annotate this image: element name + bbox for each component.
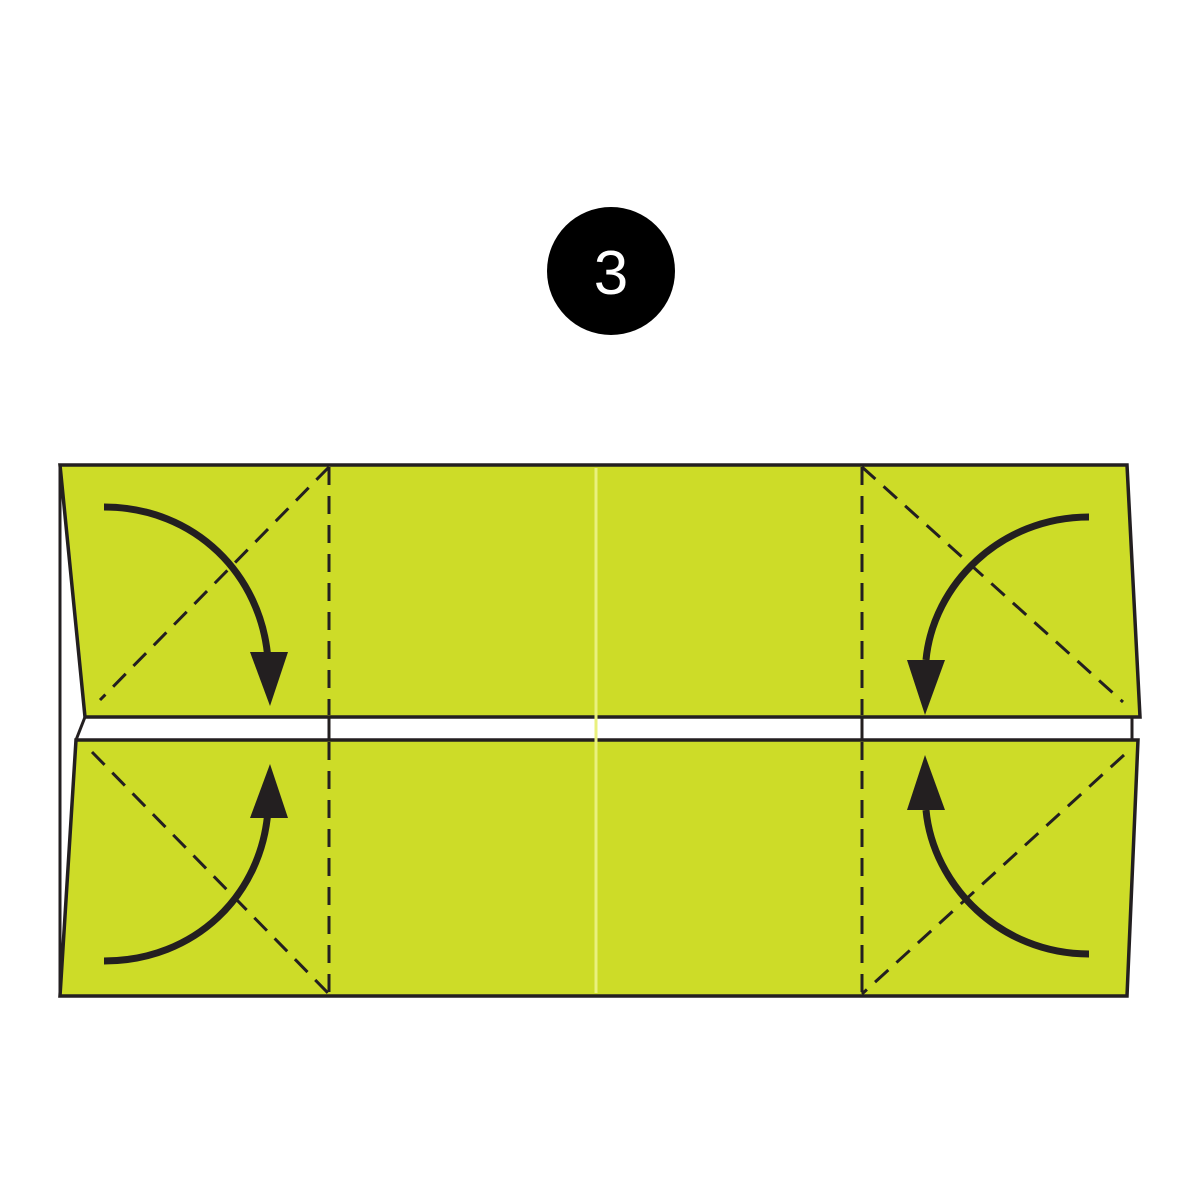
fold-arrow-bottom-left (103, 764, 288, 965)
arrow-head-icon (907, 660, 945, 715)
arrow-head-icon (250, 652, 288, 706)
fold-arrow-top-left (103, 503, 288, 706)
step-badge-circle (547, 207, 675, 335)
curved-arrow-icon (922, 513, 1090, 661)
diagonal-fold-top-right (860, 465, 1125, 704)
top-flap (58, 463, 1142, 719)
arrow-head-icon (907, 755, 945, 810)
diagonal-fold-top-left (98, 465, 331, 702)
step-badge: 3 (547, 207, 675, 335)
diagonal-valley-folds (90, 465, 1126, 996)
middle-gap-edge-left (74, 716, 87, 741)
curved-arrow-icon (922, 809, 1090, 958)
curved-arrow-icon (103, 503, 272, 661)
arrow-head-icon (250, 764, 288, 818)
fold-arrow-bottom-right (907, 755, 1090, 958)
vertical-valley-folds (327, 467, 864, 994)
curved-arrow-icon (103, 809, 272, 965)
diagonal-fold-bottom-right (860, 753, 1126, 996)
fold-arrows (103, 503, 1090, 965)
step-number: 3 (594, 239, 628, 308)
bottom-flap (58, 738, 1140, 998)
fold-arrow-top-right (907, 513, 1090, 715)
